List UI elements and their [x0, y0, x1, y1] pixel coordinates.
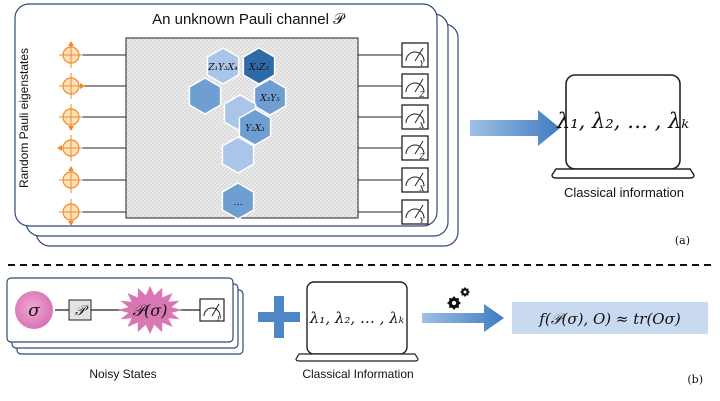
hexagon: Z₁Y₃X₄ — [206, 47, 240, 85]
gear-icon — [447, 287, 470, 310]
laptop-base — [551, 168, 695, 179]
meter-icon: Z — [401, 73, 429, 99]
hexagon-label: X₃Y₅ — [259, 94, 280, 104]
eigenstate-icon — [59, 166, 83, 193]
hexagon-label: … — [234, 198, 243, 208]
meter-icon: X — [401, 104, 429, 130]
channel-title: An unknown Pauli channel 𝒫 — [152, 11, 346, 28]
noisy-state-label: 𝒫(σ) — [133, 301, 168, 320]
hexagon-cluster: Z₁Y₃X₄ X₁Z₃ X₃Y₅ Y₂X₃ … — [188, 47, 287, 220]
panel-b-tag: (b) — [687, 373, 703, 386]
meter-p-needle — [211, 303, 220, 317]
laptop-caption: Classical information — [564, 185, 684, 200]
side-label: Random Pauli eigenstates — [17, 48, 31, 188]
panel-a-tag: (a) — [675, 234, 690, 247]
meter-label: X — [419, 122, 426, 130]
hexagon: X₁Z₃ — [242, 47, 276, 85]
lambda-list-b: λ₁, λ₂, … , λₖ — [309, 309, 405, 327]
result-expression: f(𝒫(σ), O) ≈ tr(Oσ) — [538, 310, 681, 328]
hexagon-label: X₁Z₃ — [248, 63, 269, 73]
eigenstate-icon — [59, 104, 83, 131]
meter-p-label: P — [216, 316, 222, 323]
noisy-state-burst — [118, 286, 182, 334]
meter-label: Y — [420, 60, 426, 68]
meter-label: Y — [420, 217, 426, 225]
result-box — [512, 302, 708, 334]
laptop-b-base — [295, 353, 419, 362]
eigenstate-icon — [59, 41, 83, 68]
meter-p-box — [199, 298, 225, 322]
meter-label: X — [419, 185, 426, 193]
lambda-list: λ₁, λ₂, … , λₖ — [556, 109, 689, 133]
hexagon-label: Y₂X₃ — [245, 124, 265, 134]
hexagon: Y₂X₃ — [238, 108, 272, 146]
noisy-states-caption: Noisy States — [89, 367, 156, 381]
hexagon: … — [221, 182, 255, 220]
panel-b: σ 𝒫 𝒫(σ) P Noisy States λ₁, λ₂, … , λₖ C… — [6, 277, 708, 386]
state-label: σ — [28, 301, 40, 321]
meter-icon: Y — [401, 42, 429, 68]
hexagon: X₃Y₅ — [253, 78, 287, 116]
arrow-to-result — [422, 304, 504, 332]
eigenstate-icon — [59, 199, 83, 226]
meter-icon: X — [401, 167, 429, 193]
laptop-a: λ₁, λ₂, … , λₖ Classical information — [551, 74, 695, 200]
measurement-meters: Y Z X Z X Y — [401, 42, 429, 225]
panel-a: Random Pauli eigenstates An unknown Paul… — [14, 3, 695, 247]
laptop-b: λ₁, λ₂, … , λₖ Classical Information — [295, 281, 419, 381]
meter-icon: Y — [401, 199, 429, 225]
wires — [82, 54, 402, 213]
eigenstates — [57, 41, 85, 226]
meter-p: P — [199, 298, 225, 323]
classical-info-caption: Classical Information — [302, 367, 413, 381]
hexagon — [188, 77, 222, 115]
meter-p-arc — [203, 307, 221, 317]
plus-icon — [258, 296, 300, 338]
meter-label: Z — [419, 153, 425, 161]
state-circle — [15, 291, 53, 329]
eigenstate-icon — [59, 73, 85, 99]
channel-gate — [68, 299, 92, 321]
meter-label: Z — [419, 91, 425, 99]
hexagon — [221, 136, 255, 174]
meter-icon: Z — [401, 135, 429, 161]
hexagon-label: Z₁Y₃X₄ — [207, 63, 238, 73]
arrow-to-laptop — [470, 110, 560, 146]
eigenstate-icon — [57, 135, 83, 161]
